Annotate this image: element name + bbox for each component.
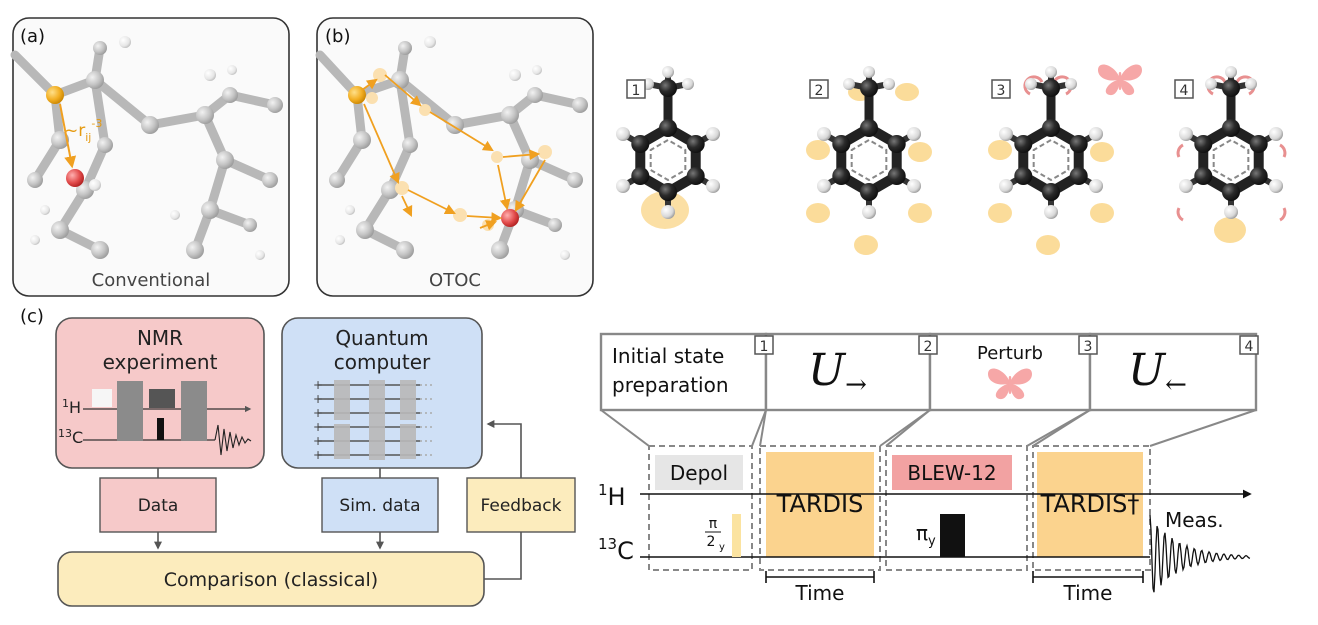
meas-label: Meas. xyxy=(1165,508,1224,532)
target-nucleus-b xyxy=(501,209,519,227)
time-bar-1 xyxy=(765,571,875,583)
h-channel-label: 1H xyxy=(598,481,626,511)
svg-text:4: 4 xyxy=(1245,339,1254,355)
coupling-arrow xyxy=(59,103,77,169)
blew-block xyxy=(892,455,1012,490)
panel-a: ~rij-3 (a) Conventional xyxy=(10,17,290,297)
otoc-arrows xyxy=(361,74,546,231)
feedback-box xyxy=(466,477,576,533)
svg-text:π: π xyxy=(709,516,718,532)
svg-text:3: 3 xyxy=(1084,339,1093,355)
panel-a-atoms xyxy=(27,36,283,260)
data-box xyxy=(99,477,217,533)
fid-signal xyxy=(1149,514,1251,593)
panel-a-caption: Conventional xyxy=(92,270,211,291)
pulse-sequence: Initial state preparation U→ Perturb U← … xyxy=(598,332,1259,605)
depol-label: Depol xyxy=(670,461,728,485)
nmr-title-2: experiment xyxy=(103,350,218,374)
qc-circuit: +++ +++ xyxy=(313,378,435,462)
toluene-3 xyxy=(998,66,1104,219)
u-forward-box xyxy=(764,332,932,412)
seq-step-boxes: 1 2 3 4 xyxy=(754,335,1259,355)
pi-y-pulse xyxy=(940,514,965,557)
u-forward-label: U→ xyxy=(808,345,867,400)
pi-half-pulse xyxy=(732,514,741,557)
svg-text:+: + xyxy=(313,392,323,406)
molecule-step-4: 4 xyxy=(1174,79,1194,99)
pi-y-label: πy xyxy=(916,521,936,549)
comparison-label: Comparison (classical) xyxy=(164,569,378,591)
perturb-label: Perturb xyxy=(977,343,1043,364)
panel-c-letter: (c) xyxy=(20,306,44,327)
sim-data-label: Sim. data xyxy=(339,496,420,516)
blew-label: BLEW-12 xyxy=(907,461,996,485)
molecule-2-highlights xyxy=(806,83,932,255)
data-label: Data xyxy=(138,496,179,516)
toluene-4 xyxy=(1178,66,1284,219)
feedback-label: Feedback xyxy=(481,496,562,516)
time-label-2: Time xyxy=(1063,581,1113,605)
svg-text:+: + xyxy=(313,420,323,434)
molecule-step-3: 3 xyxy=(991,79,1011,99)
svg-text:+: + xyxy=(313,448,323,462)
molecule-step-2: 2 xyxy=(809,79,829,99)
svg-text:4: 4 xyxy=(1180,83,1189,99)
pi-half-label: π 2 y xyxy=(705,516,725,553)
toluene-1 xyxy=(615,66,721,219)
tardis-block xyxy=(766,452,874,557)
qc-title-1: Quantum xyxy=(335,326,428,350)
svg-text:2: 2 xyxy=(707,534,716,550)
svg-text:3: 3 xyxy=(997,83,1006,99)
svg-text:2: 2 xyxy=(924,339,933,355)
time-label-1: Time xyxy=(795,581,845,605)
panel-b: (b) OTOC xyxy=(315,17,594,297)
perturb-box xyxy=(928,332,1092,412)
svg-text:1H: 1H xyxy=(62,397,81,417)
coupling-label: ~rij-3 xyxy=(64,117,102,144)
c-channel-label: 13C xyxy=(598,535,634,565)
svg-text:+: + xyxy=(313,434,323,448)
toluene-2 xyxy=(816,66,922,219)
source-nucleus xyxy=(46,86,64,104)
svg-text:+: + xyxy=(313,378,323,392)
panel-c-workflow: (c) NMR experiment 1H 13C Quantum comput… xyxy=(20,306,576,607)
svg-text:1: 1 xyxy=(632,83,641,99)
panel-b-caption: OTOC xyxy=(429,270,481,291)
svg-text:13C: 13C xyxy=(58,427,83,447)
target-nucleus xyxy=(66,169,84,187)
qc-title-2: computer xyxy=(334,350,431,374)
molecule-step-1: 1 xyxy=(626,79,646,99)
svg-text:2: 2 xyxy=(815,83,824,99)
nmr-pulse-diagram: 1H 13C xyxy=(58,381,252,456)
initial-state-1: Initial state xyxy=(612,344,724,368)
u-backward-box xyxy=(1088,332,1258,412)
svg-text:1: 1 xyxy=(760,339,769,355)
butterfly-icon xyxy=(1098,64,1142,96)
panel-a-letter: (a) xyxy=(20,26,45,47)
tardis-dagger-block xyxy=(1037,452,1143,557)
initial-state-box xyxy=(599,332,768,412)
time-bar-2 xyxy=(1032,571,1144,583)
source-nucleus-b xyxy=(348,86,366,104)
u-backward-label: U← xyxy=(1128,345,1187,400)
nmr-title-1: NMR xyxy=(137,326,183,350)
initial-state-2: preparation xyxy=(612,373,729,397)
molecule-3-highlights xyxy=(988,140,1114,255)
panel-b-letter: (b) xyxy=(325,26,350,47)
depol-block xyxy=(655,455,743,490)
svg-text:y: y xyxy=(719,542,725,553)
svg-text:+: + xyxy=(313,406,323,420)
sim-data-box xyxy=(321,477,439,533)
